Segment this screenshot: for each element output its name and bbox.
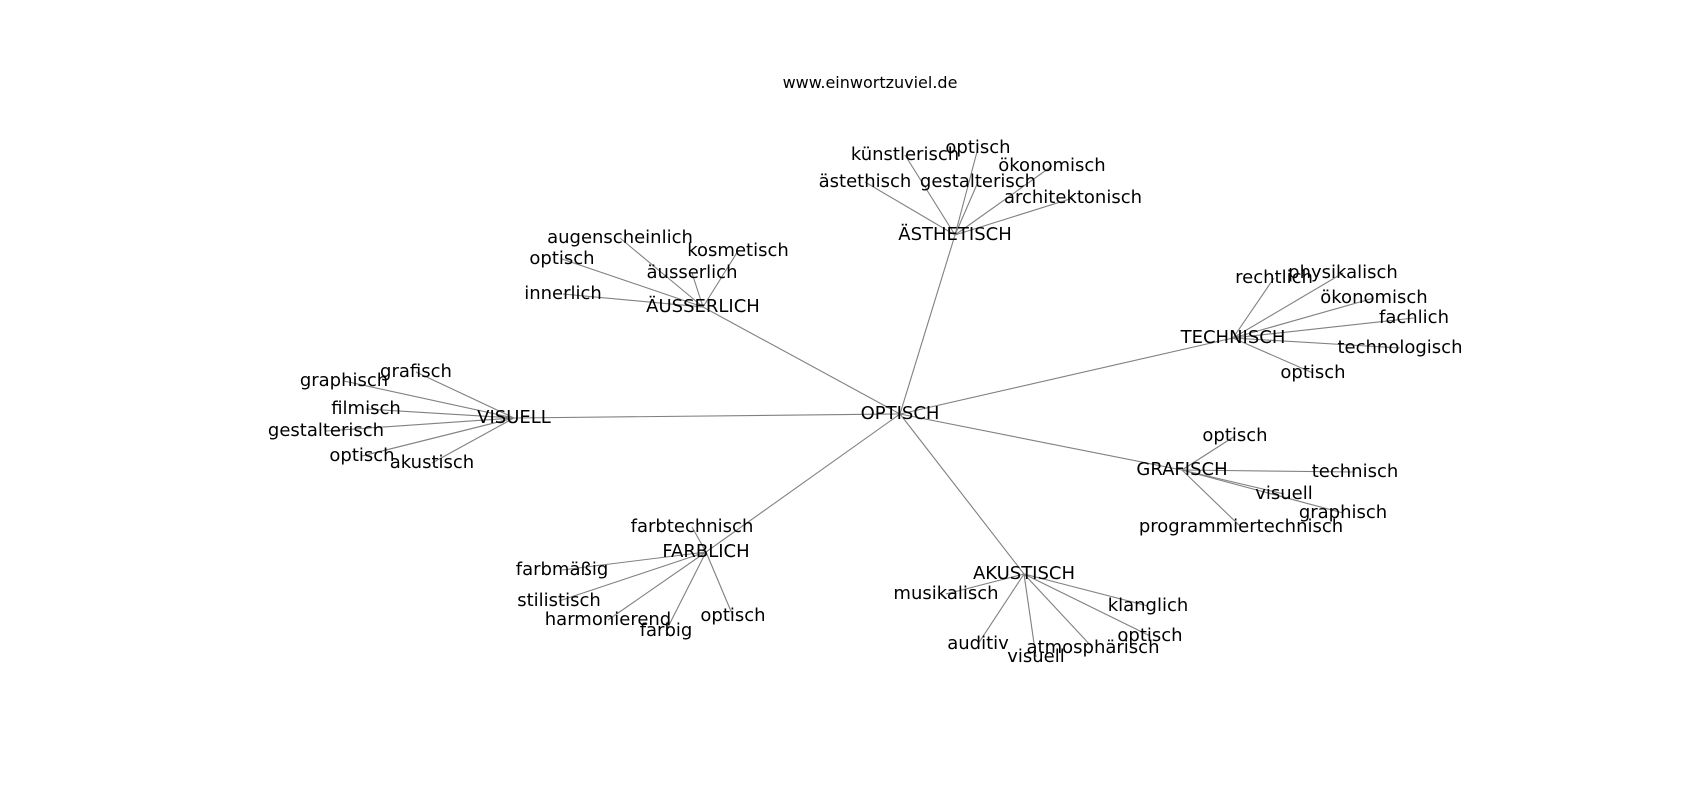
edge-center-technisch [899,337,1234,415]
leaf-node-akustisch: visuell [1007,646,1065,667]
leaf-node-aeusserlich: innerlich [524,283,602,304]
hub-node-akustisch: AKUSTISCH [973,563,1075,584]
edge-center-aeusserlich [702,306,901,415]
edges [325,147,1415,658]
edge-farblich-3 [607,551,707,621]
edge-technisch-5 [1232,337,1314,374]
edge-farblich-0 [691,526,707,553]
leaf-node-visuell: akustisch [390,452,474,473]
leaf-node-visuell: gestalterisch [268,420,384,441]
leaf-node-technisch: fachlich [1379,307,1449,328]
edge-technisch-1 [1232,272,1344,339]
leaf-node-akustisch: optisch [1117,625,1182,646]
leaf-node-aesthetisch: künstlerisch [851,144,959,165]
edge-grafisch-3 [1181,469,1344,514]
leaf-node-visuell: optisch [329,445,394,466]
leaf-node-technisch: rechtlich [1235,267,1313,288]
edge-aesthetisch-5 [954,197,1074,236]
leaf-node-technisch: physikalisch [1288,262,1398,283]
hub-node-technisch: TECHNISCH [1180,327,1286,348]
leaf-node-farblich: farbtechnisch [631,516,754,537]
edge-visuell-5 [431,417,515,464]
leaf-node-akustisch: atmosphärisch [1027,637,1160,658]
edge-aesthetisch-3 [864,181,956,236]
edge-farblich-5 [705,551,734,617]
edge-visuell-0 [415,371,515,419]
leaf-node-visuell: filmisch [331,398,401,419]
edge-grafisch-4 [1181,469,1242,528]
leaf-node-farblich: farbig [640,620,693,641]
leaf-node-akustisch: auditiv [947,633,1009,654]
edge-aesthetisch-2 [954,165,1053,236]
leaf-node-aesthetisch: optisch [945,137,1010,158]
hub-node-farblich: FARBLICH [662,541,749,562]
leaf-node-aeusserlich: augenscheinlich [547,227,693,248]
leaf-node-grafisch: technisch [1312,461,1399,482]
edge-aesthetisch-0 [904,154,956,236]
edge-grafisch-0 [1181,435,1236,471]
edge-center-farblich [705,413,901,553]
site-label: www.einwortzuviel.de [783,73,958,92]
leaf-node-farblich: harmonierend [545,609,671,630]
hub-node-aesthetisch: ÄSTHETISCH [898,224,1011,245]
edge-akustisch-0 [945,573,1025,595]
edge-visuell-3 [325,417,515,432]
edge-aeusserlich-1 [702,250,739,308]
edge-visuell-4 [361,417,515,457]
leaf-node-grafisch: optisch [1202,425,1267,446]
edge-center-aesthetisch [899,234,956,415]
edge-technisch-0 [1232,277,1275,339]
edge-farblich-4 [665,551,707,632]
leaf-node-aeusserlich: optisch [529,248,594,269]
hub-node-aeusserlich: ÄUSSERLICH [646,296,760,317]
edge-akustisch-4 [1023,573,1037,658]
edge-grafisch-1 [1181,469,1356,473]
center-node-label: OPTISCH [861,403,940,424]
edge-aesthetisch-4 [954,181,979,236]
edge-aeusserlich-2 [561,258,704,308]
leaf-node-visuell: grafisch [380,361,452,382]
leaf-node-farblich: stilistisch [517,590,601,611]
leaf-node-aeusserlich: äusserlich [647,262,738,283]
leaf-node-grafisch: visuell [1255,483,1313,504]
leaf-node-technisch: ökonomisch [1320,287,1427,308]
leaf-node-aesthetisch: ökonomisch [998,155,1105,176]
edge-farblich-2 [558,551,707,602]
edge-visuell-1 [343,380,515,419]
leaf-node-farblich: optisch [700,605,765,626]
leaf-node-farblich: farbmäßig [516,559,609,580]
edge-akustisch-3 [977,573,1025,645]
leaf-node-technisch: technologisch [1338,337,1463,358]
edge-aeusserlich-4 [562,293,704,308]
leaf-node-aesthetisch: gestalterisch [920,171,1036,192]
leaf-node-akustisch: musikalisch [893,583,998,604]
leaf-node-grafisch: graphisch [1299,502,1387,523]
edge-visuell-2 [365,408,515,419]
edge-akustisch-2 [1023,573,1151,637]
leaf-node-grafisch: programmiertechnisch [1139,516,1343,537]
edge-aeusserlich-0 [619,237,704,308]
edge-center-grafisch [899,413,1183,471]
edge-technisch-4 [1232,337,1401,349]
edge-aesthetisch-1 [954,147,979,236]
leaf-node-aeusserlich: kosmetisch [687,240,789,261]
edge-center-akustisch [899,413,1025,575]
leaf-node-aesthetisch: ästethisch [819,171,912,192]
edge-center-visuell [513,413,901,419]
edge-akustisch-5 [1023,573,1094,649]
hub-node-visuell: VISUELL [477,407,551,428]
edge-aeusserlich-3 [691,272,704,308]
hub-node-grafisch: GRAFISCH [1136,459,1227,480]
edge-technisch-3 [1232,317,1415,339]
node-labels: OPTISCHÄSTHETISCHkünstlerischoptischökon… [268,137,1463,667]
edge-technisch-2 [1232,297,1375,339]
leaf-node-technisch: optisch [1280,362,1345,383]
edge-akustisch-1 [1023,573,1149,607]
leaf-node-aesthetisch: architektonisch [1004,187,1142,208]
leaf-node-akustisch: klanglich [1108,595,1189,616]
edge-farblich-1 [561,551,707,571]
leaf-node-visuell: graphisch [300,370,388,391]
